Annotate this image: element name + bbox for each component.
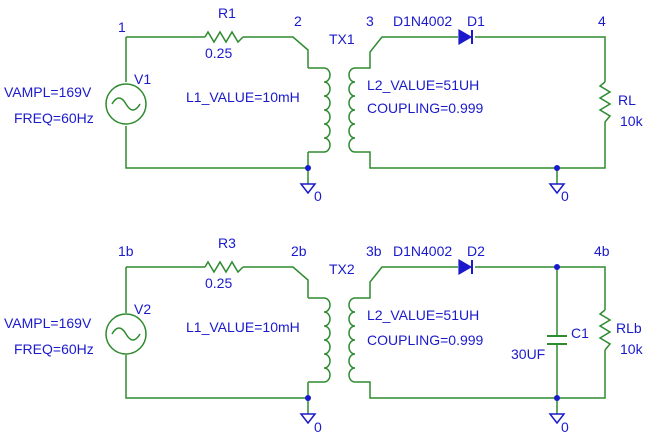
circuit-bottom: 1b 2b 3b 4b R3 0.25 V2 VAMPL=169V FREQ=6… — [4, 235, 644, 435]
rl-name: RL — [618, 92, 636, 108]
rlb-value: 10k — [620, 341, 644, 357]
junction-dot — [554, 395, 560, 401]
node-label-1b: 1b — [118, 243, 134, 259]
ground-left-icon — [299, 413, 317, 425]
ground-left-icon — [299, 183, 317, 195]
coupling: COUPLING=0.999 — [367, 332, 484, 348]
rl-value: 10k — [620, 113, 644, 129]
circuit-top: 1 2 3 4 R1 0.25 V1 VAMPL=169V FREQ=60Hz … — [4, 5, 644, 204]
diode-triangle — [458, 258, 473, 276]
c1-name: C1 — [571, 325, 589, 341]
node-label-3: 3 — [366, 13, 374, 29]
node-label-4b: 4b — [594, 243, 610, 259]
ground-right-icon — [548, 183, 566, 195]
r3-value: 0.25 — [205, 275, 232, 291]
l2-value: L2_VALUE=51UH — [367, 77, 479, 93]
inductor-l2[interactable] — [348, 67, 356, 153]
inductor-l1[interactable] — [323, 67, 331, 153]
r1-value: 0.25 — [205, 45, 232, 61]
sine-wave-icon — [111, 97, 141, 111]
diode-model: D1N4002 — [393, 243, 452, 259]
junction-dot — [554, 165, 560, 171]
junction-dot — [305, 395, 311, 401]
diode-d2[interactable] — [458, 258, 473, 276]
r1-name: R1 — [218, 5, 236, 21]
wire — [475, 36, 606, 82]
c1-value: 30UF — [511, 346, 545, 362]
wire — [475, 266, 606, 310]
capacitor-c1[interactable] — [547, 335, 567, 345]
resistor-r3[interactable] — [204, 260, 244, 274]
node-label-3b: 3b — [366, 243, 382, 259]
v2-name: V2 — [134, 301, 151, 317]
diode-d1[interactable] — [458, 28, 473, 46]
diode-name: D1 — [467, 13, 485, 29]
sine-wave-icon — [111, 327, 141, 341]
ground-label: 0 — [561, 188, 569, 204]
l1-value: L1_VALUE=10mH — [186, 89, 300, 105]
resistor-rl[interactable] — [598, 81, 612, 123]
wire — [355, 36, 458, 69]
node-label-1: 1 — [118, 19, 126, 35]
wire — [125, 126, 309, 169]
wire — [125, 355, 309, 399]
junction-dot — [305, 165, 311, 171]
tx2-name: TX2 — [329, 261, 355, 277]
tx1-name: TX1 — [329, 31, 355, 47]
l2-value: L2_VALUE=51UH — [367, 307, 479, 323]
inductor-l2[interactable] — [348, 297, 356, 383]
wire — [243, 266, 309, 298]
node-label-2: 2 — [294, 13, 302, 29]
v1-name: V1 — [134, 71, 151, 87]
v2-ampl: VAMPL=169V — [4, 315, 92, 331]
v1-freq: FREQ=60Hz — [14, 110, 94, 126]
inductor-l1[interactable] — [323, 297, 331, 383]
ground-right-icon — [548, 413, 566, 425]
wire — [355, 122, 606, 169]
diode-model: D1N4002 — [393, 13, 452, 29]
wire — [243, 36, 309, 68]
ground-label: 0 — [314, 419, 322, 435]
node-label-2b: 2b — [291, 243, 307, 259]
voltage-source-v2[interactable] — [105, 313, 147, 355]
rlb-name: RLb — [616, 320, 642, 336]
diode-triangle — [458, 28, 473, 46]
v1-ampl: VAMPL=169V — [4, 84, 92, 100]
coupling: COUPLING=0.999 — [367, 100, 484, 116]
r3-name: R3 — [218, 235, 236, 251]
junction-dot — [554, 264, 560, 270]
l1-value: L1_VALUE=10mH — [186, 319, 300, 335]
diode-name: D2 — [467, 243, 485, 259]
v2-freq: FREQ=60Hz — [14, 341, 94, 357]
ground-label: 0 — [314, 188, 322, 204]
voltage-source-v1[interactable] — [105, 83, 147, 125]
wire — [355, 350, 606, 399]
ground-label: 0 — [561, 419, 569, 435]
resistor-rlb[interactable] — [598, 309, 612, 351]
node-label-4: 4 — [598, 13, 606, 29]
wire — [355, 266, 458, 299]
resistor-r1[interactable] — [204, 30, 244, 44]
